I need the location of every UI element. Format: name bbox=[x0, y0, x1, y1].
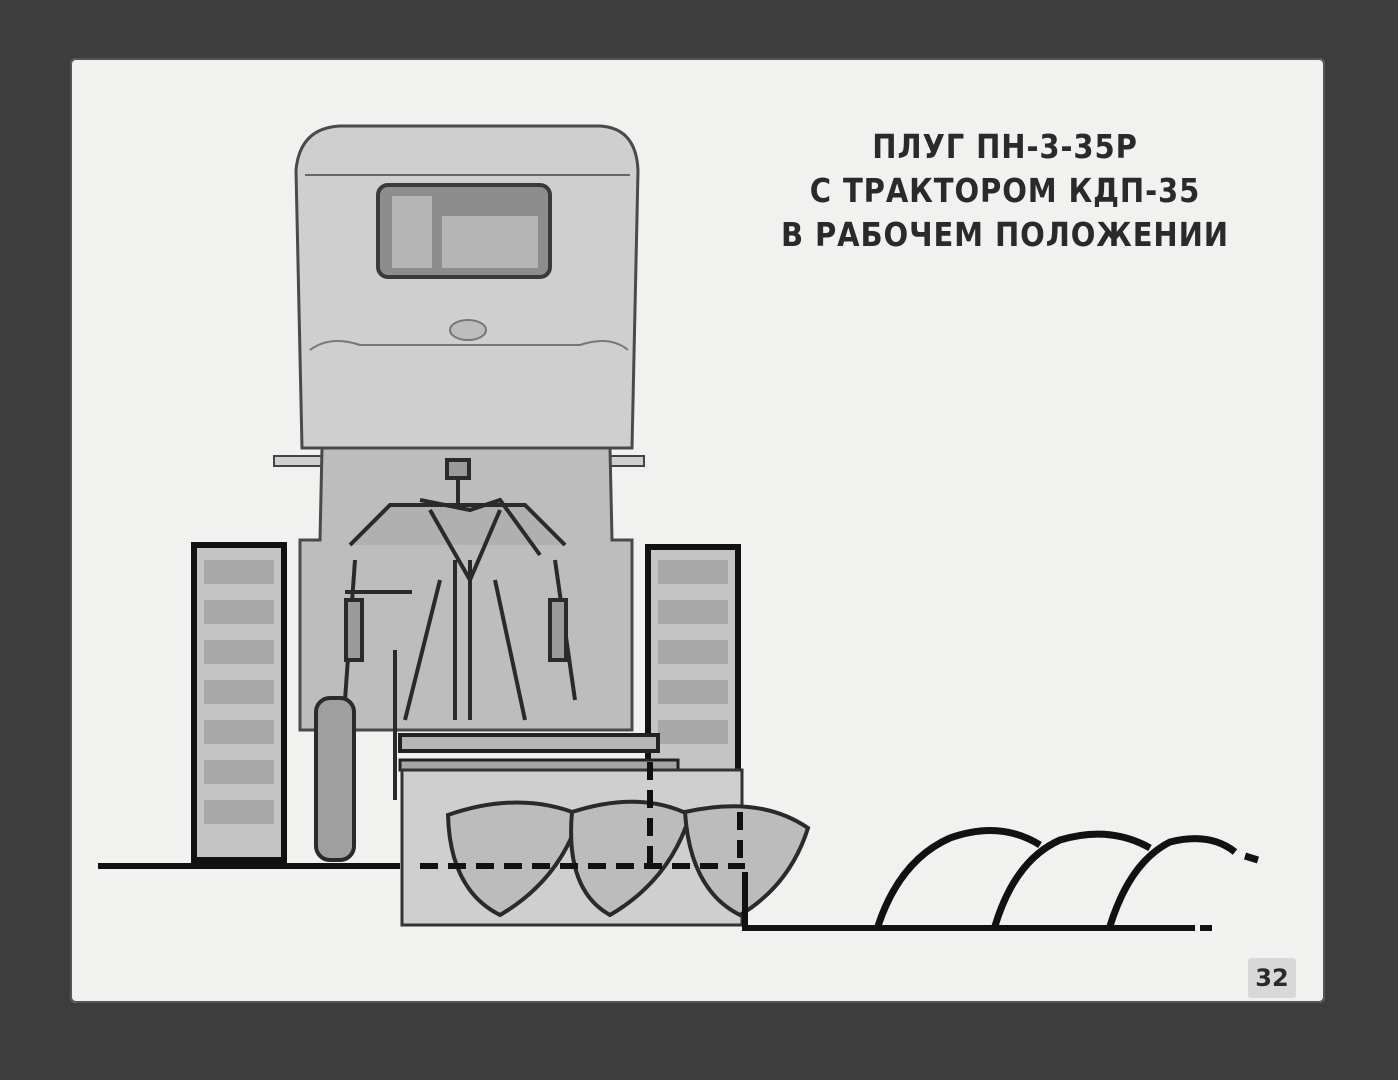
slide-title: ПЛУГ ПН-3-35Р С ТРАКТОРОМ КДП-35 В РАБОЧ… bbox=[772, 125, 1238, 257]
title-line-3: В РАБОЧЕМ ПОЛОЖЕНИИ bbox=[781, 215, 1229, 254]
gauge-wheel bbox=[314, 696, 356, 862]
plough-bodies bbox=[445, 799, 811, 918]
ground-line bbox=[98, 863, 1212, 931]
mouldboard-3 bbox=[682, 804, 811, 918]
three-point-hitch bbox=[343, 458, 577, 800]
left-wheel bbox=[191, 542, 287, 863]
title-line-1: ПЛУГ ПН-3-35Р bbox=[872, 127, 1138, 166]
tractor-chassis bbox=[298, 446, 634, 732]
furrow-outline bbox=[420, 762, 745, 869]
title-line-2: С ТРАКТОРОМ КДП-35 bbox=[809, 171, 1201, 210]
mouldboard-1 bbox=[445, 800, 583, 918]
turned-furrow-slices bbox=[874, 826, 1260, 928]
slide-number: 32 bbox=[1248, 958, 1296, 998]
tractor-cab bbox=[273, 124, 645, 467]
mouldboard-2 bbox=[569, 799, 693, 918]
